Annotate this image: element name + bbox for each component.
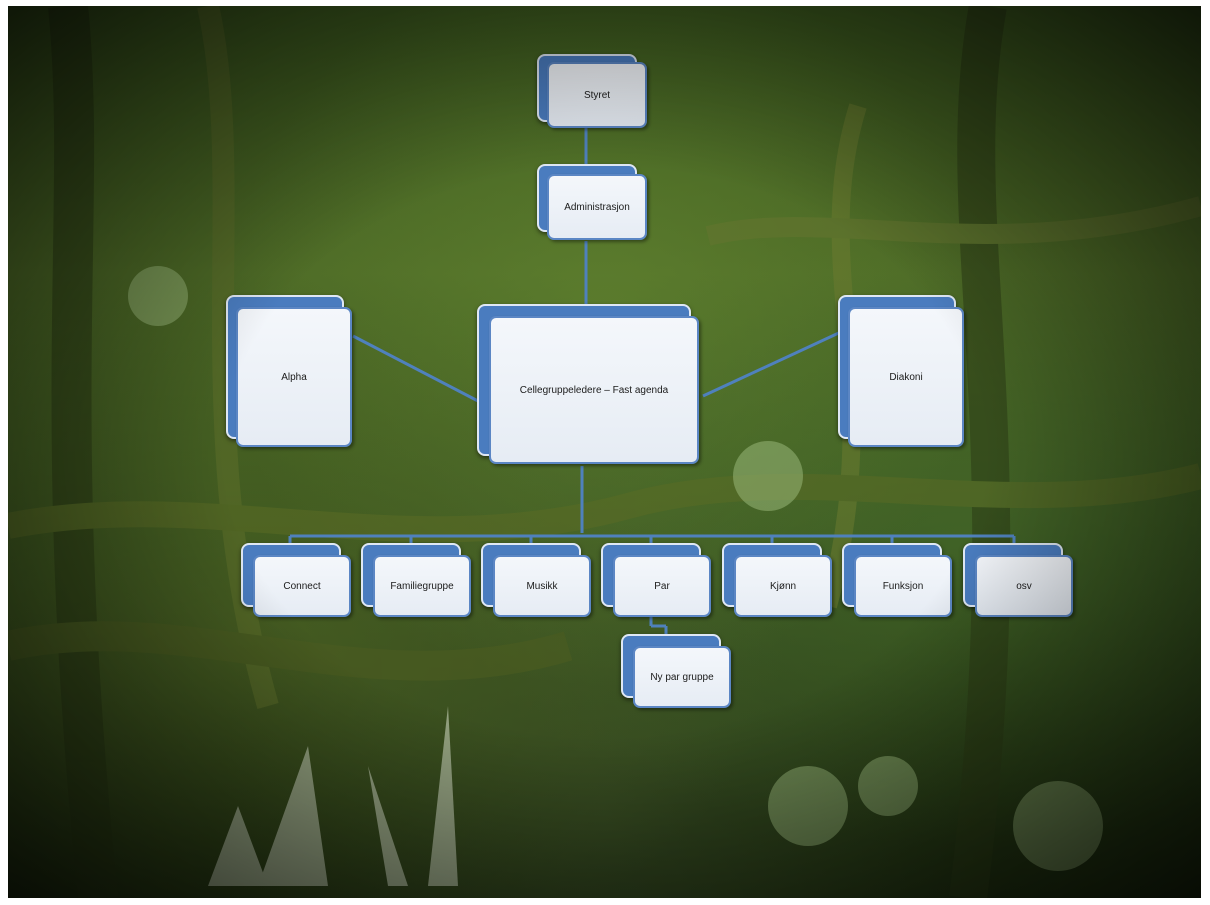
forest-background [8, 6, 1201, 898]
node-group-music[interactable]: Musikk [481, 543, 593, 618]
node-new-couples-group[interactable]: Ny par gruppe [621, 634, 733, 710]
node-group-family[interactable]: Familiegruppe [361, 543, 473, 618]
node-group-connect[interactable]: Connect [241, 543, 353, 618]
node-group-couples[interactable]: Par [601, 543, 713, 618]
node-administration[interactable]: Administrasjon [537, 164, 649, 242]
group-label: Kjønn [734, 555, 832, 617]
node-board-label: Styret [547, 62, 647, 128]
group-label: Musikk [493, 555, 591, 617]
node-board[interactable]: Styret [537, 54, 649, 129]
slide: Styret Administrasjon Cellegruppeledere … [8, 6, 1201, 898]
node-diakoni[interactable]: Diakoni [838, 295, 968, 451]
group-label: Funksjon [854, 555, 952, 617]
node-center-label: Cellegruppeledere – Fast agenda [489, 316, 699, 464]
node-alpha[interactable]: Alpha [226, 295, 356, 451]
node-group-function[interactable]: Funksjon [842, 543, 954, 618]
node-group-etc[interactable]: osv [963, 543, 1075, 618]
node-new-couples-group-label: Ny par gruppe [633, 646, 731, 708]
group-label: Par [613, 555, 711, 617]
node-diakoni-label: Diakoni [848, 307, 964, 447]
group-label: Familiegruppe [373, 555, 471, 617]
group-label: Connect [253, 555, 351, 617]
group-label: osv [975, 555, 1073, 617]
node-center[interactable]: Cellegruppeledere – Fast agenda [477, 304, 703, 468]
node-administration-label: Administrasjon [547, 174, 647, 240]
node-alpha-label: Alpha [236, 307, 352, 447]
node-group-gender[interactable]: Kjønn [722, 543, 834, 618]
